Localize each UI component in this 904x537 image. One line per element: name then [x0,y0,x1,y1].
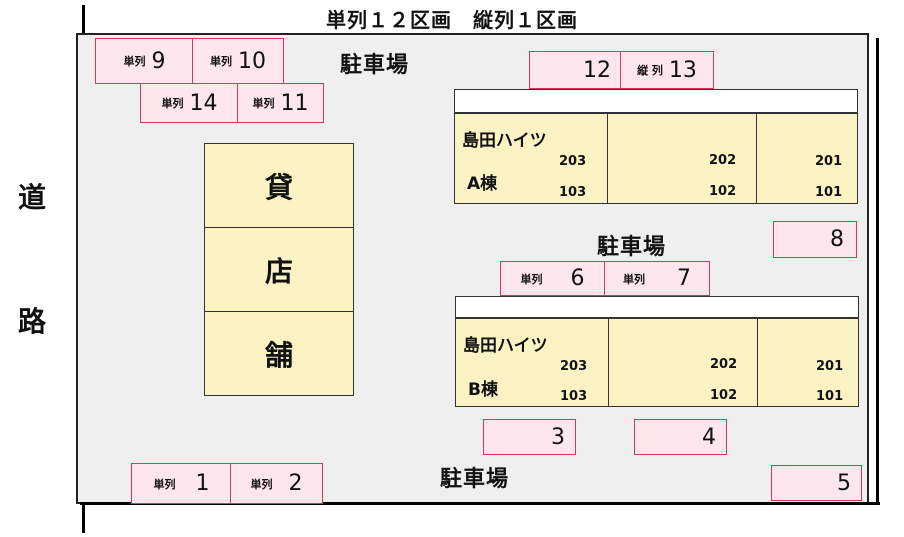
building-b-unit-col-3: 201 101 [758,319,858,406]
space-number: 3 [551,424,565,450]
room-101: 101 [815,185,843,200]
space-type-label: 単列 [520,272,543,286]
parking-label-bottom: 駐車場 [440,467,510,492]
space-type-label: 単列 [153,477,176,491]
room-203: 203 [559,154,587,169]
parking-space-8[interactable]: 8 [773,221,857,258]
space-number: 12 [583,57,611,83]
parking-space-1[interactable]: 単列 1 [131,463,232,504]
space-type-label: 単列 [123,55,146,68]
parking-label-top: 駐車場 [340,53,410,78]
building-b-unit-col-2: 202 102 [609,319,758,406]
space-type-label: 単列 [161,97,184,110]
parking-space-11[interactable]: 単列 11 [237,83,324,123]
building-a-unit-col-3: 201 101 [757,114,857,203]
building-b-roof [455,296,859,318]
building-a-unit-col-2: 202 102 [608,114,757,203]
road-label-2: 路 [18,305,47,338]
space-number: 13 [668,57,697,83]
room-201: 201 [816,359,844,374]
space-number: 4 [702,424,716,450]
parking-space-4[interactable]: 4 [634,419,727,455]
parking-space-2[interactable]: 単列 2 [230,463,323,504]
road-label-1: 道 [18,181,47,214]
space-number: 10 [238,48,266,74]
building-b-name: 島田ハイツ [463,336,548,356]
room-103: 103 [559,185,587,200]
room-202: 202 [710,357,738,372]
lot-boundary-right [876,38,879,504]
space-type-label: 単列 [252,97,275,110]
space-number: 6 [570,266,585,291]
space-number: 5 [837,470,851,496]
building-a: 島田ハイツ A棟 203 103 202 102 201 101 [454,113,858,204]
parking-space-13[interactable]: 縦 列 13 [620,51,714,89]
parking-label-middle: 駐車場 [597,235,667,260]
parking-space-9[interactable]: 単列 9 [95,38,194,84]
space-number: 14 [189,90,218,116]
room-102: 102 [709,184,737,199]
space-number: 7 [677,266,691,291]
parking-space-14[interactable]: 単列 14 [140,83,239,123]
building-a-name: 島田ハイツ [462,131,547,151]
building-b-wing: B棟 [468,380,498,400]
parking-space-10[interactable]: 単列 10 [192,38,284,84]
store-char-3: 舗 [264,339,293,372]
space-number: 9 [151,48,166,74]
parking-space-3[interactable]: 3 [483,419,576,455]
space-number: 1 [195,471,210,496]
parking-space-6[interactable]: 単列 6 [500,261,605,296]
parking-space-5[interactable]: 5 [771,465,862,501]
space-number: 11 [280,90,309,116]
space-number: 2 [288,471,303,496]
room-202: 202 [709,153,737,168]
space-type-label: 単列 [623,272,645,286]
building-b-unit-col-1: 島田ハイツ B棟 203 103 [456,319,609,406]
lot-boundary-bottom [80,502,880,505]
space-type-label: 縦 列 [637,64,663,77]
rental-store: 貸 店 舗 [204,143,354,396]
room-102: 102 [710,388,738,403]
parking-space-7[interactable]: 単列 7 [604,261,710,296]
parking-space-12[interactable]: 12 [529,51,622,89]
space-type-label: 単列 [210,55,232,68]
room-203: 203 [560,359,588,374]
space-number: 8 [830,227,844,252]
store-char-1: 貸 [205,144,353,228]
store-char-2: 店 [205,228,353,312]
building-a-roof [454,89,858,113]
building-a-wing: A棟 [467,174,498,194]
room-101: 101 [816,389,844,404]
room-201: 201 [815,154,843,169]
space-type-label: 単列 [250,477,273,491]
page-title: 単列１２区画 縦列１区画 [326,8,578,32]
building-a-unit-col-1: 島田ハイツ A棟 203 103 [455,114,608,203]
room-103: 103 [560,389,588,404]
building-b: 島田ハイツ B棟 203 103 202 102 201 101 [455,318,859,407]
